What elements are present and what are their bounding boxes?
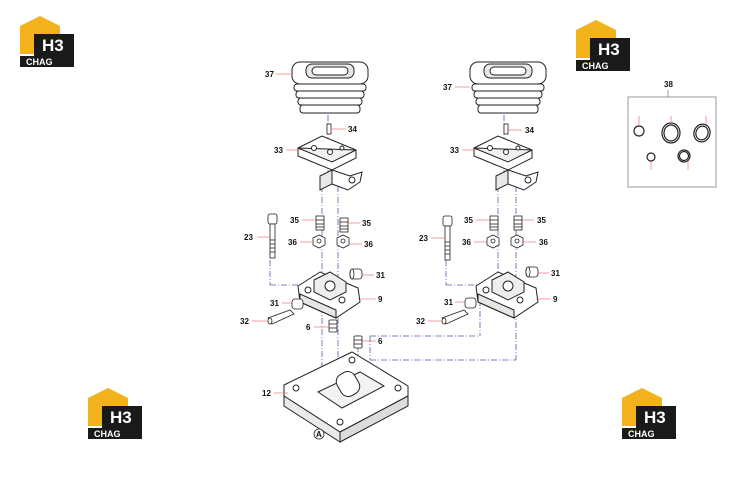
svg-text:CHAG: CHAG bbox=[628, 429, 655, 439]
svg-text:A: A bbox=[316, 430, 322, 439]
bushing-part-31-right-top bbox=[525, 266, 539, 278]
screw-part-6-left bbox=[328, 319, 363, 349]
lever-bracket-part-33-right bbox=[473, 135, 539, 191]
callout-33-left: 33 bbox=[274, 146, 283, 155]
callout-31-right-b: 31 bbox=[444, 298, 453, 307]
leader-lines bbox=[252, 73, 551, 394]
pin-part-34-right bbox=[503, 123, 509, 135]
bracket-part-9-right bbox=[475, 271, 539, 319]
svg-text:H3: H3 bbox=[110, 408, 132, 427]
pin-part-32-left bbox=[267, 309, 295, 325]
callout-31-left-b: 31 bbox=[270, 299, 279, 308]
bushing-part-31-right-side bbox=[464, 297, 477, 309]
callout-33-right: 33 bbox=[450, 146, 459, 155]
reference-marker-a: A bbox=[313, 428, 325, 440]
bushing-part-31-left-top bbox=[349, 268, 363, 280]
logo-top-left: H3 CHAG bbox=[20, 16, 74, 67]
boot-part-37-left bbox=[291, 61, 369, 114]
callout-38: 38 bbox=[664, 80, 673, 89]
callout-36-left-b: 36 bbox=[364, 240, 373, 249]
callout-23-right: 23 bbox=[419, 234, 428, 243]
svg-text:CHAG: CHAG bbox=[94, 429, 121, 439]
callout-6-left-b: 6 bbox=[378, 337, 383, 346]
callout-36-right-a: 36 bbox=[462, 238, 471, 247]
logo-bottom-left: H3 CHAG bbox=[88, 388, 142, 439]
callout-32-right: 32 bbox=[416, 317, 425, 326]
callout-36-right-b: 36 bbox=[539, 238, 548, 247]
svg-text:CHAG: CHAG bbox=[582, 61, 609, 71]
set-screw-part-35-right bbox=[489, 215, 523, 231]
nut-part-36-right bbox=[486, 234, 524, 249]
logo-bottom-right: H3 CHAG bbox=[622, 388, 676, 439]
callout-32-left: 32 bbox=[240, 317, 249, 326]
callout-31-right-a: 31 bbox=[551, 269, 560, 278]
seal-kit-box-part-38 bbox=[627, 90, 717, 188]
callout-23-left: 23 bbox=[244, 233, 253, 242]
callout-31-left-a: 31 bbox=[376, 271, 385, 280]
callout-36-left-a: 36 bbox=[288, 238, 297, 247]
nut-part-36-left bbox=[312, 234, 350, 249]
callout-35-left-a: 35 bbox=[290, 216, 299, 225]
pin-part-32-right bbox=[441, 309, 469, 325]
callout-35-left-b: 35 bbox=[362, 219, 371, 228]
svg-text:H3: H3 bbox=[644, 408, 666, 427]
callout-37-left: 37 bbox=[265, 70, 274, 79]
svg-text:CHAG: CHAG bbox=[26, 57, 53, 67]
callout-34-left: 34 bbox=[348, 125, 357, 134]
bolt-part-23-left bbox=[267, 213, 278, 259]
callout-labels: 37 34 33 35 35 23 36 36 31 9 31 32 6 6 1… bbox=[240, 70, 673, 398]
callout-12: 12 bbox=[262, 389, 271, 398]
boot-part-37-right bbox=[469, 61, 547, 114]
bracket-part-9-left bbox=[297, 271, 361, 319]
callout-35-right-a: 35 bbox=[464, 216, 473, 225]
set-screw-part-35-left bbox=[315, 215, 349, 233]
callout-9-right: 9 bbox=[553, 295, 558, 304]
bushing-part-31-left-side bbox=[291, 298, 304, 310]
lever-bracket-part-33-left bbox=[297, 135, 363, 191]
callout-35-right-b: 35 bbox=[537, 216, 546, 225]
callout-9-left: 9 bbox=[378, 295, 383, 304]
plate-part-12 bbox=[283, 351, 409, 443]
svg-text:H3: H3 bbox=[42, 36, 64, 55]
callout-37-right: 37 bbox=[443, 83, 452, 92]
logo-top-right: H3 CHAG bbox=[576, 20, 630, 71]
pin-part-34-left bbox=[326, 123, 332, 135]
svg-text:H3: H3 bbox=[598, 40, 620, 59]
callout-34-right: 34 bbox=[525, 126, 534, 135]
callout-6-left-a: 6 bbox=[306, 323, 311, 332]
bolt-part-23-right bbox=[442, 215, 453, 261]
